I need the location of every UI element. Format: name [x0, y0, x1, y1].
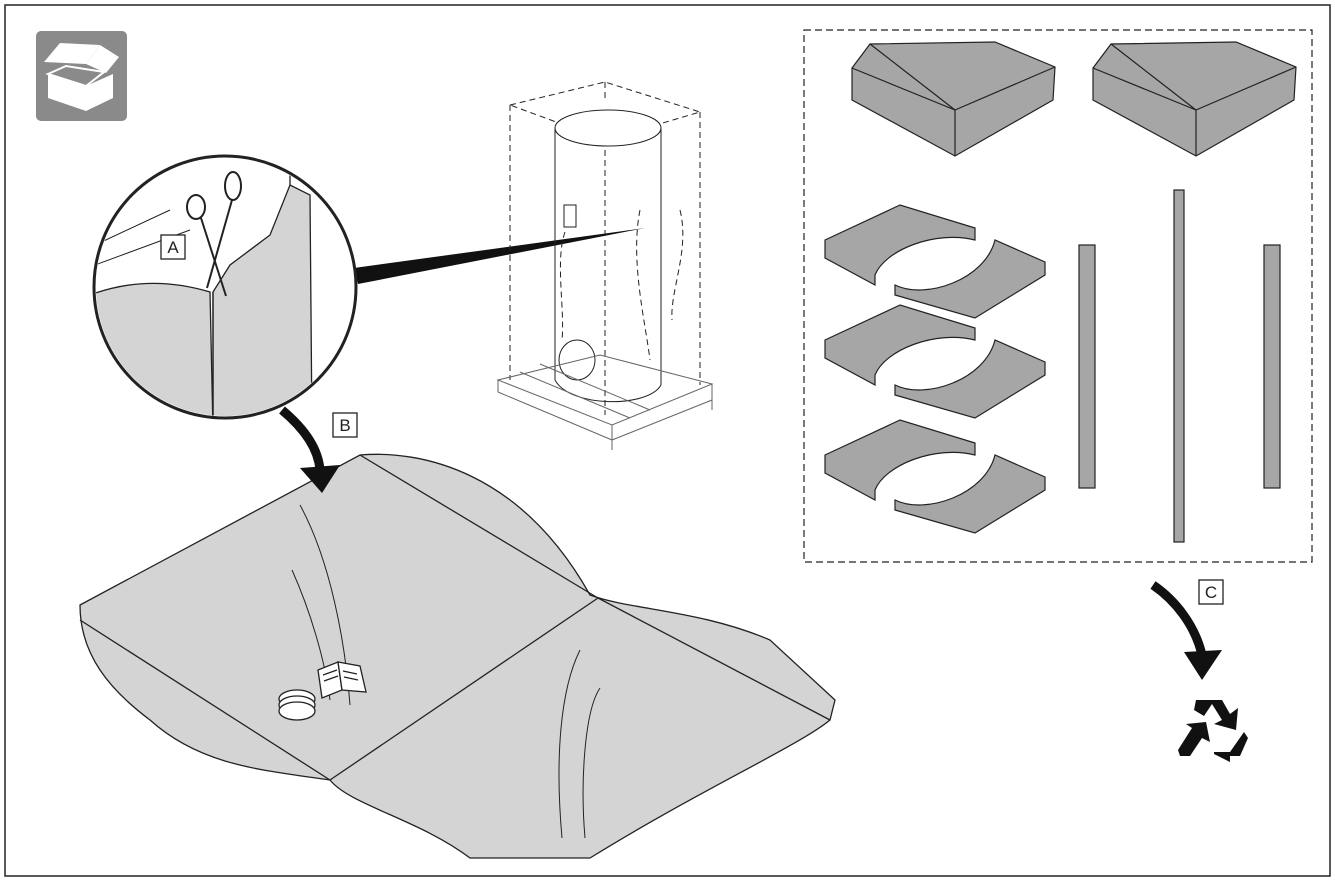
svg-text:A: A	[167, 238, 179, 257]
support-ring-half	[824, 304, 1046, 419]
cable-bundle-icon	[278, 689, 316, 721]
svg-text:B: B	[339, 416, 350, 435]
svg-text:C: C	[1205, 583, 1217, 602]
callout-c: C	[1198, 579, 1224, 605]
arrow-c	[1150, 581, 1222, 680]
plastic-sheet	[79, 453, 836, 859]
open-book-icon	[317, 661, 367, 699]
callout-a: A	[160, 234, 186, 260]
edge-strip	[1078, 189, 1281, 543]
corner-cap	[1092, 41, 1297, 157]
scissors-icon	[186, 171, 242, 297]
open-box-icon	[36, 31, 127, 121]
water-heater-packed	[496, 81, 714, 450]
recycle-icon	[1178, 700, 1248, 762]
support-ring-half	[824, 204, 1046, 319]
callout-b: B	[332, 412, 358, 438]
corner-cap	[851, 41, 1056, 157]
support-ring-half	[824, 419, 1046, 534]
magnifier-leader	[354, 228, 645, 284]
arrow-b	[279, 406, 340, 493]
packaging-parts-box	[803, 29, 1313, 563]
